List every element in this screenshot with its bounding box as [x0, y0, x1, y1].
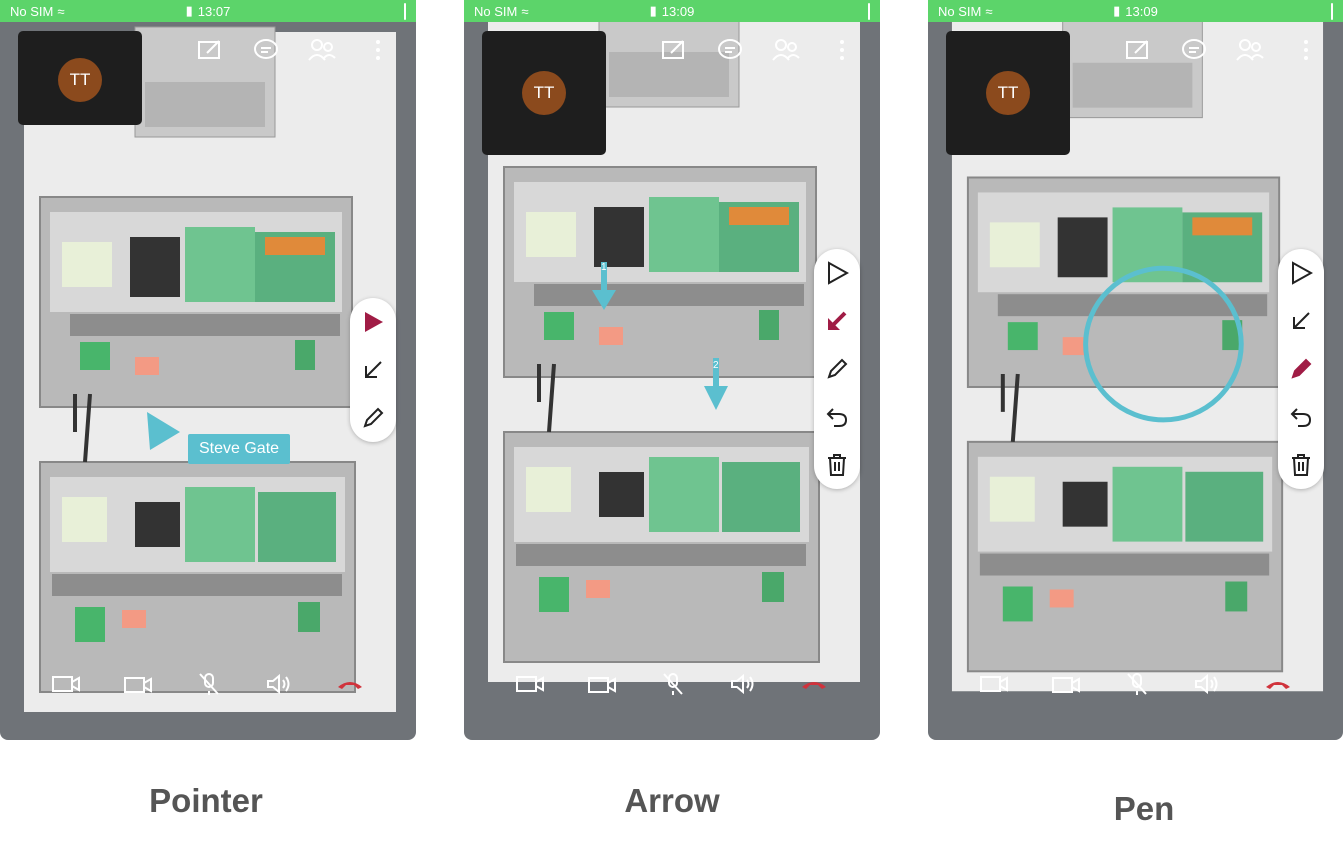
arrow-annotation-1 [592, 262, 616, 310]
annotation-toolbar [350, 298, 396, 442]
switch-camera-icon[interactable] [122, 670, 154, 698]
participants-icon[interactable] [294, 36, 350, 64]
phone-screen-arrow: No SIM ≈ ▮ 13:09 1 2 TT [464, 0, 880, 740]
clock: 13:07 [197, 3, 231, 19]
self-video-tile[interactable]: TT [946, 31, 1070, 155]
mic-off-icon[interactable] [657, 670, 689, 698]
participants-icon[interactable] [1222, 36, 1278, 64]
phone-screen-pointer: No SIM ≈ ▮ 13:07 Steve Gate TT [0, 0, 416, 740]
video-recording-icon: ▮ [185, 3, 193, 18]
end-call-icon[interactable] [798, 670, 830, 698]
camera-feed [22, 25, 398, 714]
speaker-icon[interactable] [727, 670, 759, 698]
camera-feed [486, 22, 862, 684]
annotation-toolbar [814, 249, 860, 489]
camera-icon[interactable] [514, 670, 546, 698]
camera-icon[interactable] [978, 670, 1010, 698]
clock: 13:09 [661, 3, 695, 19]
caption-pen: Pen [1113, 790, 1175, 827]
status-bar: No SIM ≈ ▮ 13:07 [0, 0, 416, 22]
trash-icon[interactable] [1278, 441, 1324, 489]
arrow-tool-icon[interactable] [1278, 297, 1324, 345]
arrow-number-2: 2 [713, 360, 719, 371]
avatar: TT [522, 71, 566, 115]
top-toolbar [1110, 36, 1334, 64]
annotation-toolbar [1278, 249, 1324, 489]
self-video-tile[interactable]: TT [482, 31, 606, 155]
top-toolbar [646, 36, 870, 64]
speaker-icon[interactable] [263, 670, 295, 698]
mic-off-icon[interactable] [193, 670, 225, 698]
chat-icon[interactable] [238, 36, 294, 64]
undo-icon[interactable] [814, 393, 860, 441]
carrier-label: No SIM [474, 3, 518, 19]
battery-icon [404, 2, 406, 20]
more-icon[interactable] [814, 36, 870, 64]
video-recording-icon: ▮ [649, 3, 657, 18]
pen-tool-icon[interactable] [814, 345, 860, 393]
arrow-number-1: 1 [601, 262, 607, 273]
pen-tool-icon[interactable] [1278, 345, 1324, 393]
phone-screen-pen: No SIM ≈ ▮ 13:09 TT [928, 0, 1343, 740]
participants-icon[interactable] [758, 36, 814, 64]
end-call-icon[interactable] [1262, 670, 1294, 698]
arrow-annotation-2 [704, 358, 728, 410]
call-controls [928, 670, 1343, 698]
switch-camera-icon[interactable] [1050, 670, 1082, 698]
pointer-label: Steve Gate [188, 434, 291, 464]
arrow-tool-icon[interactable] [814, 297, 860, 345]
avatar: TT [58, 58, 102, 102]
pointer-tool-icon[interactable] [814, 249, 860, 297]
avatar: TT [986, 71, 1030, 115]
pen-tool-icon[interactable] [350, 394, 396, 442]
top-toolbar [182, 36, 406, 64]
more-icon[interactable] [1278, 36, 1334, 64]
arrow-tool-icon[interactable] [350, 346, 396, 394]
status-bar: No SIM ≈ ▮ 13:09 [928, 0, 1343, 22]
carrier-label: No SIM [10, 3, 54, 19]
wifi-icon: ≈ [521, 3, 529, 19]
self-video-tile[interactable]: TT [18, 31, 142, 125]
caption-pointer: Pointer [149, 782, 263, 819]
pointer-marker [147, 412, 180, 450]
trash-icon[interactable] [814, 441, 860, 489]
battery-icon [868, 2, 870, 20]
chat-icon[interactable] [702, 36, 758, 64]
pointer-tool-icon[interactable] [1278, 249, 1324, 297]
switch-camera-icon[interactable] [586, 670, 618, 698]
camera-icon[interactable] [50, 670, 82, 698]
mic-off-icon[interactable] [1121, 670, 1153, 698]
call-controls [464, 670, 880, 698]
annotate-icon[interactable] [646, 36, 702, 64]
more-icon[interactable] [350, 36, 406, 64]
undo-icon[interactable] [1278, 393, 1324, 441]
caption-arrow: Arrow [624, 782, 720, 819]
status-bar: No SIM ≈ ▮ 13:09 [464, 0, 880, 22]
speaker-icon[interactable] [1191, 670, 1223, 698]
video-recording-icon: ▮ [1113, 3, 1121, 18]
end-call-icon[interactable] [334, 670, 366, 698]
pen-circle-annotation [1083, 265, 1244, 423]
call-controls [0, 670, 416, 698]
wifi-icon: ≈ [985, 3, 993, 19]
annotate-icon[interactable] [182, 36, 238, 64]
clock: 13:09 [1125, 3, 1158, 19]
camera-feed [949, 22, 1326, 694]
wifi-icon: ≈ [57, 3, 65, 19]
battery-icon [1331, 2, 1333, 20]
carrier-label: No SIM [938, 3, 982, 19]
chat-icon[interactable] [1166, 36, 1222, 64]
pointer-tool-icon[interactable] [350, 298, 396, 346]
annotate-icon[interactable] [1110, 36, 1166, 64]
